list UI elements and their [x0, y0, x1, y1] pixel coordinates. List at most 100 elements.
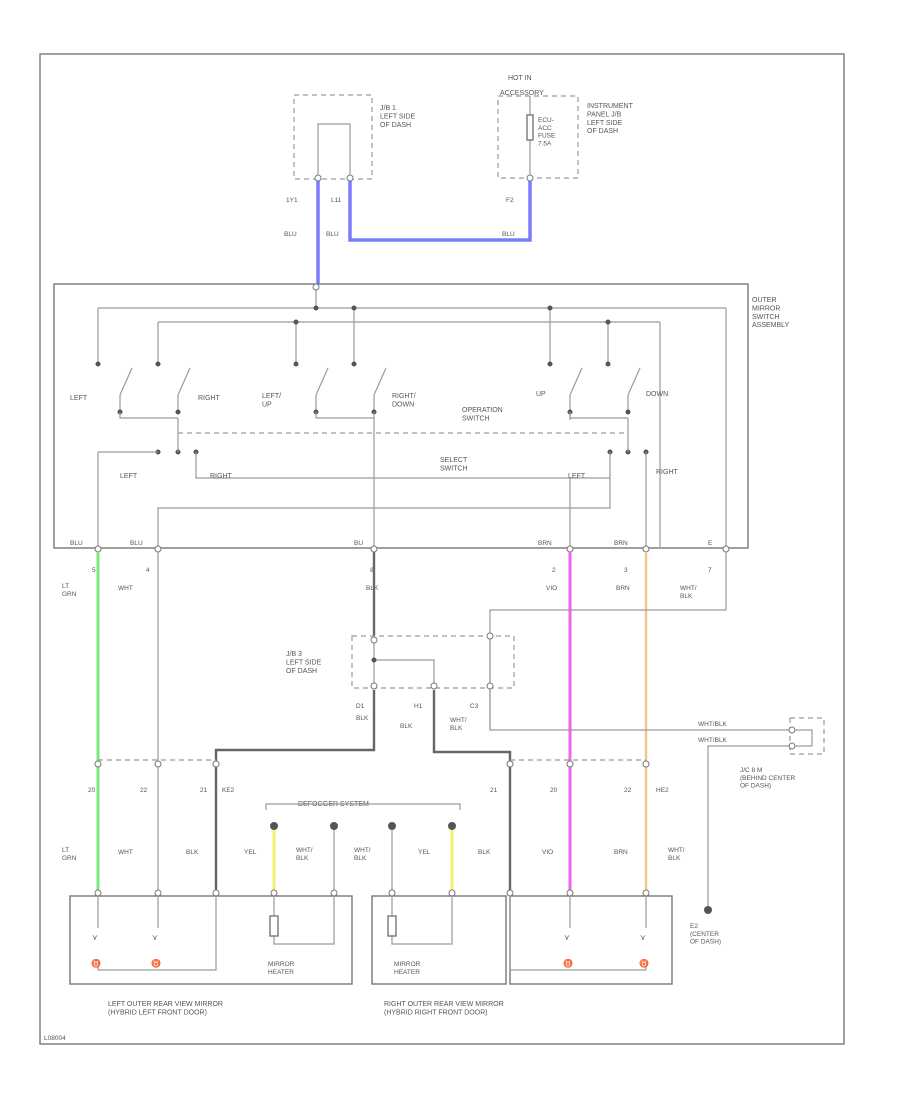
- harness-pin-0: 5: [92, 567, 96, 574]
- mr-pin-3: HE2: [656, 787, 669, 794]
- wire-label-blu2: BLU: [326, 231, 339, 238]
- conn-jb3-c: [486, 632, 494, 640]
- conn-jc-1: [788, 726, 796, 734]
- defog-terminal-2: [330, 822, 338, 830]
- wire-ground: [707, 745, 790, 908]
- lwl-4: WHT/BLK: [296, 847, 313, 862]
- harness-pin-3: 2: [552, 567, 556, 574]
- conn-1y1: [314, 174, 322, 182]
- right-motor-coil-2: ♉: [639, 958, 649, 968]
- pin-h1: H1: [414, 703, 423, 710]
- defog-terminal-3: [388, 822, 396, 830]
- wire-blk-right-mirror: [432, 690, 512, 890]
- ground-symbol: [704, 906, 712, 914]
- left-mirror-box: [69, 895, 353, 985]
- left-motor-coil-2: ♉: [151, 958, 161, 968]
- pin-c3: C3: [470, 703, 479, 710]
- left-mirror-internal: [97, 896, 335, 971]
- lwr-4: BRN: [614, 849, 628, 856]
- node-bus-top: [313, 305, 319, 311]
- sw-pin-3: BRN: [538, 540, 552, 547]
- select-switch: [97, 418, 649, 548]
- bus-drops: [295, 308, 609, 362]
- jc-box: [789, 717, 825, 755]
- sel-left2-label: LEFT: [568, 473, 586, 480]
- harness-wire-1: WHT: [118, 585, 133, 592]
- harness-pin-2: 8: [370, 567, 374, 574]
- node-b: [351, 305, 357, 311]
- harness-pin-4: 3: [624, 567, 628, 574]
- left-motor-coil-1: ♉: [91, 958, 101, 968]
- right-motor-coil-1: ♉: [563, 958, 573, 968]
- jb1-box: [293, 94, 373, 180]
- sel-left-label: LEFT: [120, 473, 138, 480]
- node-jb3: [371, 657, 377, 663]
- wire-whtblk-c3: WHT/BLK: [450, 717, 467, 732]
- op-up-label: UP: [536, 391, 546, 398]
- switch-assembly-box: [53, 283, 749, 549]
- wire-label-blu3: BLU: [502, 231, 515, 238]
- conn-h1: [430, 682, 438, 690]
- lwr-1: YEL: [418, 849, 431, 856]
- hot-in-label: HOT IN: [508, 75, 532, 82]
- lwr-3: VIO: [542, 849, 553, 856]
- right-mirror-connectors: [388, 889, 650, 897]
- mr-pin-0: 21: [490, 787, 498, 794]
- conn-l11: [346, 174, 354, 182]
- left-motor-icon-2: ⋎: [152, 933, 158, 942]
- ml-pin-1: 22: [140, 787, 148, 794]
- conn-d1: [370, 682, 378, 690]
- operation-contacts: [95, 361, 641, 415]
- pin-d1: D1: [356, 703, 365, 710]
- jc-wire-1: WHT/BLK: [698, 721, 728, 728]
- lwl-1: WHT: [118, 849, 133, 856]
- conn-f2: [526, 174, 534, 182]
- left-mirror-connectors: [94, 889, 338, 897]
- sel-right2-label: RIGHT: [656, 469, 679, 476]
- jb3-internal: [373, 636, 491, 686]
- sw-pin-1: BLU: [130, 540, 143, 547]
- switch-connectors: [94, 545, 730, 553]
- harness-wire-4: BRN: [616, 585, 630, 592]
- sw-pin-4: BRN: [614, 540, 628, 547]
- mirror-connectors-upper: [94, 760, 650, 768]
- jc-wire-2: WHT/BLK: [698, 737, 728, 744]
- defog-terminal-1: [270, 822, 278, 830]
- op-right-down-label: RIGHT/DOWN: [392, 393, 416, 408]
- ml-pin-3: KE2: [222, 787, 235, 794]
- jc-bridge: [795, 729, 813, 747]
- sel-right-label: RIGHT: [210, 473, 233, 480]
- defogger-bracket: [265, 803, 461, 810]
- sw-pin-0: BLU: [70, 540, 83, 547]
- right-mirror-internal: [391, 896, 647, 971]
- op-left-up-label: LEFT/UP: [262, 393, 281, 408]
- harness-pin-5: 7: [708, 567, 712, 574]
- lwr-0: WHT/BLK: [354, 847, 371, 862]
- right-motor-icon-1: ⋎: [564, 933, 570, 942]
- wire-blk-d1: BLK: [356, 715, 369, 722]
- left-motor-icon-1: ⋎: [92, 933, 98, 942]
- pin-f2: F2: [506, 197, 514, 204]
- route-wht: [157, 478, 611, 548]
- left-mirror-label: LEFT OUTER REAR VIEW MIRROR(HYBRID LEFT …: [108, 1001, 223, 1016]
- mr-pin-1: 20: [550, 787, 558, 794]
- right-heater-box: [371, 895, 507, 985]
- jb3-box: [351, 635, 515, 689]
- conn-switch-input: [312, 283, 320, 291]
- corner-code: L08004: [44, 1035, 66, 1042]
- lwr-2: BLK: [478, 849, 491, 856]
- right-mirror-box: [509, 895, 673, 985]
- node-a: [293, 319, 299, 325]
- sw-pin-5: E: [708, 540, 713, 547]
- wire-blk-h1: BLK: [400, 723, 413, 730]
- ipjb-box: [497, 95, 579, 179]
